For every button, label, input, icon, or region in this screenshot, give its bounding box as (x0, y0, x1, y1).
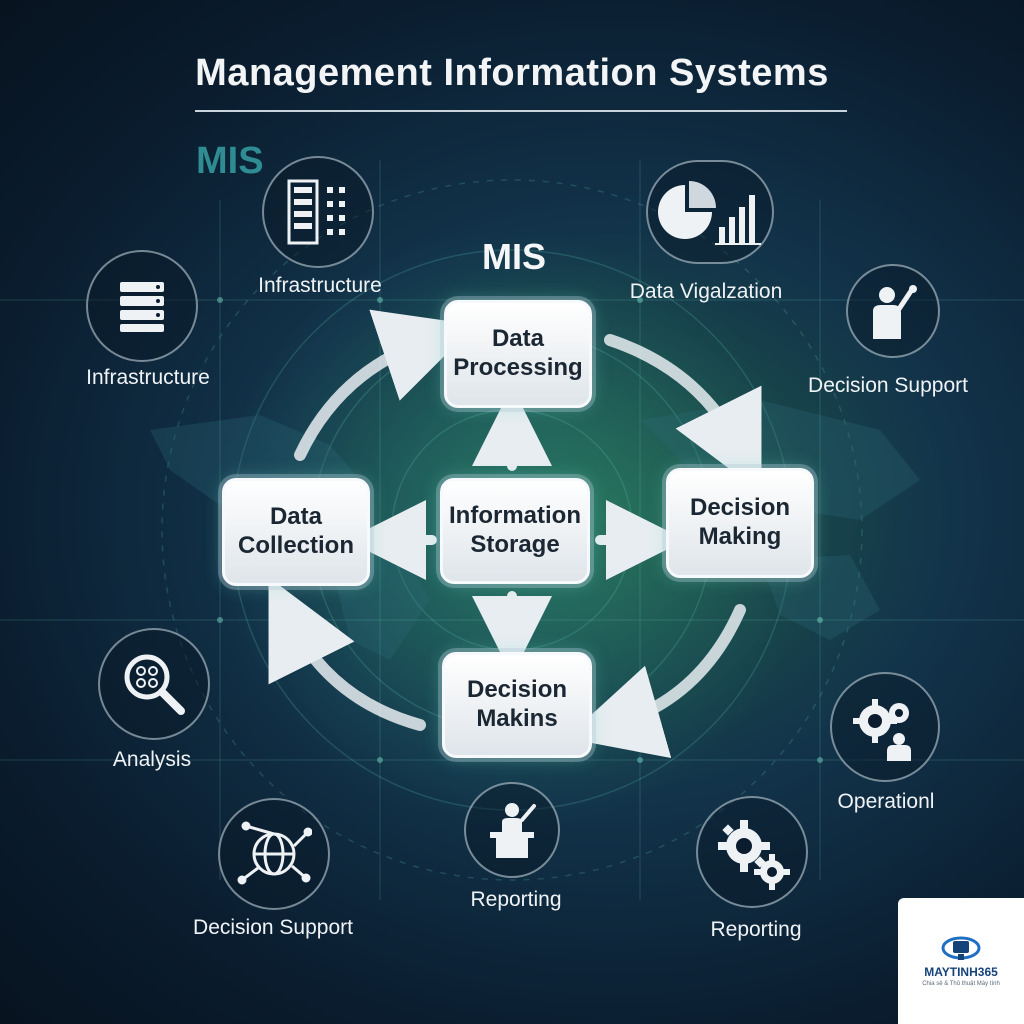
server-rack-icon (86, 250, 198, 362)
presenter-icon (846, 264, 940, 358)
gears-icon (696, 796, 808, 908)
satellite-label-reporting-right: Reporting (710, 918, 802, 941)
arrow-processing-to-making (604, 334, 762, 493)
decision-making-box: Decision Making (666, 468, 814, 578)
globe-network-icon (218, 798, 330, 910)
satellite-label-analysis: Analysis (112, 748, 192, 771)
podium-speaker-icon (464, 782, 560, 878)
center-mis-label: MIS (482, 236, 547, 277)
satellite-label-decision-support-bottom: Decision Support (193, 916, 353, 939)
brand-watermark: MAYTINH365 Chia sẻ & Thủ thuật Máy tính (898, 898, 1024, 1024)
arrow-making-to-makins (565, 604, 746, 759)
arrow-collection-to-processing (294, 309, 476, 461)
decision-makins-label: Decision Makins (466, 676, 568, 732)
corner-mis-label: MIS (196, 140, 264, 182)
pie-bar-chart-icon (646, 160, 774, 264)
data-processing-box: Data Processing (444, 300, 592, 408)
satellite-label-operational: Operationl (837, 790, 935, 813)
information-storage-label: Information Storage (449, 502, 581, 558)
satellite-label-reporting-center: Reporting (470, 888, 562, 911)
information-storage-box: Information Storage (440, 478, 590, 584)
data-processing-label: Data Processing (453, 325, 583, 381)
server-grid-icon (262, 156, 374, 268)
satellite-label-infra-top: Infrastructure (258, 274, 382, 297)
diagram-title: Management Information Systems (195, 52, 829, 94)
watermark-brand: MAYTINH365 (924, 965, 998, 979)
satellite-label-data-viz: Data Vigalzation (629, 280, 783, 303)
satellite-label-infra-left: Infrastructure (86, 366, 210, 389)
monitor-logo-icon (941, 936, 981, 960)
decision-makins-box: Decision Makins (442, 652, 592, 758)
data-collection-box: Data Collection (222, 478, 370, 586)
arrow-makins-to-collection (268, 577, 426, 731)
title-divider (195, 110, 847, 112)
data-collection-label: Data Collection (237, 503, 354, 559)
magnifier-icon (98, 628, 210, 740)
watermark-tagline: Chia sẻ & Thủ thuật Máy tính (922, 981, 1000, 987)
decision-making-label: Decision Making (689, 494, 791, 550)
gears-person-icon (830, 672, 940, 782)
satellite-label-decision-support-right: Decision Support (808, 374, 968, 397)
